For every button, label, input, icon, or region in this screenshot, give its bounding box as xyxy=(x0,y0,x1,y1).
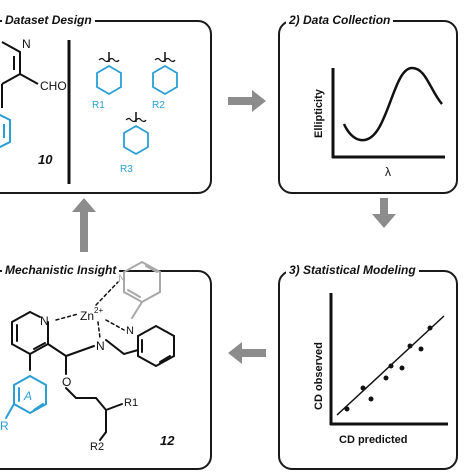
r2-label: R2 xyxy=(152,100,165,111)
workflow-arrows xyxy=(72,90,396,364)
r-substituent: R xyxy=(0,419,9,433)
data-point xyxy=(388,363,394,369)
r2-substituent: R2 xyxy=(90,441,104,453)
statistical-modeling-title: 3) Statistical Modeling xyxy=(286,263,419,277)
arrow-down xyxy=(372,198,396,228)
data-point xyxy=(418,346,424,352)
r1-substituent: R1 xyxy=(124,397,138,409)
pyridine-n-label: N xyxy=(22,37,31,51)
left-pyridine-ring xyxy=(11,311,49,356)
data-point xyxy=(344,406,350,412)
r1-label: R1 xyxy=(92,100,105,111)
ether-o: O xyxy=(62,375,71,389)
statistical-modeling-panel xyxy=(278,270,458,470)
mechanistic-insight-title: Mechanistic Insight xyxy=(2,263,120,277)
dataset-structure-10 xyxy=(1,41,39,108)
gray-pyridine-n: N xyxy=(118,273,126,285)
regression-points xyxy=(344,325,433,412)
data-collection-panel xyxy=(278,20,458,194)
regression-x-label: CD predicted xyxy=(339,434,407,446)
data-point xyxy=(407,343,413,349)
arene-r3: R3 xyxy=(120,112,149,175)
aryl-ring-a xyxy=(5,374,47,419)
compound-10-label: 10 xyxy=(38,152,53,167)
zinc-charge: 2+ xyxy=(94,306,103,315)
r3-label: R3 xyxy=(120,164,133,175)
arrow-left xyxy=(228,342,266,364)
gray-pyridine-ring xyxy=(123,260,161,319)
data-point xyxy=(427,325,433,331)
right-pyridine-n: N xyxy=(126,325,134,337)
zn-complex-structure-12: N N Zn 2+ N xyxy=(0,260,175,453)
spectrum-x-label: λ xyxy=(385,165,391,179)
data-point xyxy=(383,375,389,381)
data-point xyxy=(399,365,405,371)
data-point xyxy=(360,385,366,391)
right-pyridine-ring xyxy=(137,324,175,368)
data-collection-title: 2) Data Collection xyxy=(286,13,394,27)
compound-12-label: 12 xyxy=(160,433,175,448)
aldehyde-label: CHO xyxy=(40,79,67,93)
spectrum-y-label: Ellipticity xyxy=(313,88,325,138)
left-pyridine-n: N xyxy=(40,314,49,328)
arene-r1: R1 xyxy=(92,52,122,111)
dataset-design-panel xyxy=(0,20,212,194)
aryl-ring-blue xyxy=(0,113,11,149)
zinc-atom: Zn xyxy=(80,309,94,323)
arrow-up xyxy=(72,198,96,252)
arrow-right xyxy=(228,90,266,112)
spectrum-curve xyxy=(342,66,443,142)
regression-y-label: CD observed xyxy=(313,342,325,410)
ring-a-label: A xyxy=(23,389,32,403)
arene-r2: R2 xyxy=(152,52,178,111)
regression-plot: CD observed CD predicted xyxy=(313,293,448,446)
data-point xyxy=(368,396,374,402)
mechanistic-insight-panel xyxy=(0,270,212,470)
dataset-design-title: Dataset Design xyxy=(2,13,95,27)
cd-spectrum-plot: Ellipticity λ xyxy=(313,66,445,179)
coordination-bonds xyxy=(55,281,125,339)
amine-n: N xyxy=(96,339,105,353)
backbone xyxy=(29,339,139,441)
